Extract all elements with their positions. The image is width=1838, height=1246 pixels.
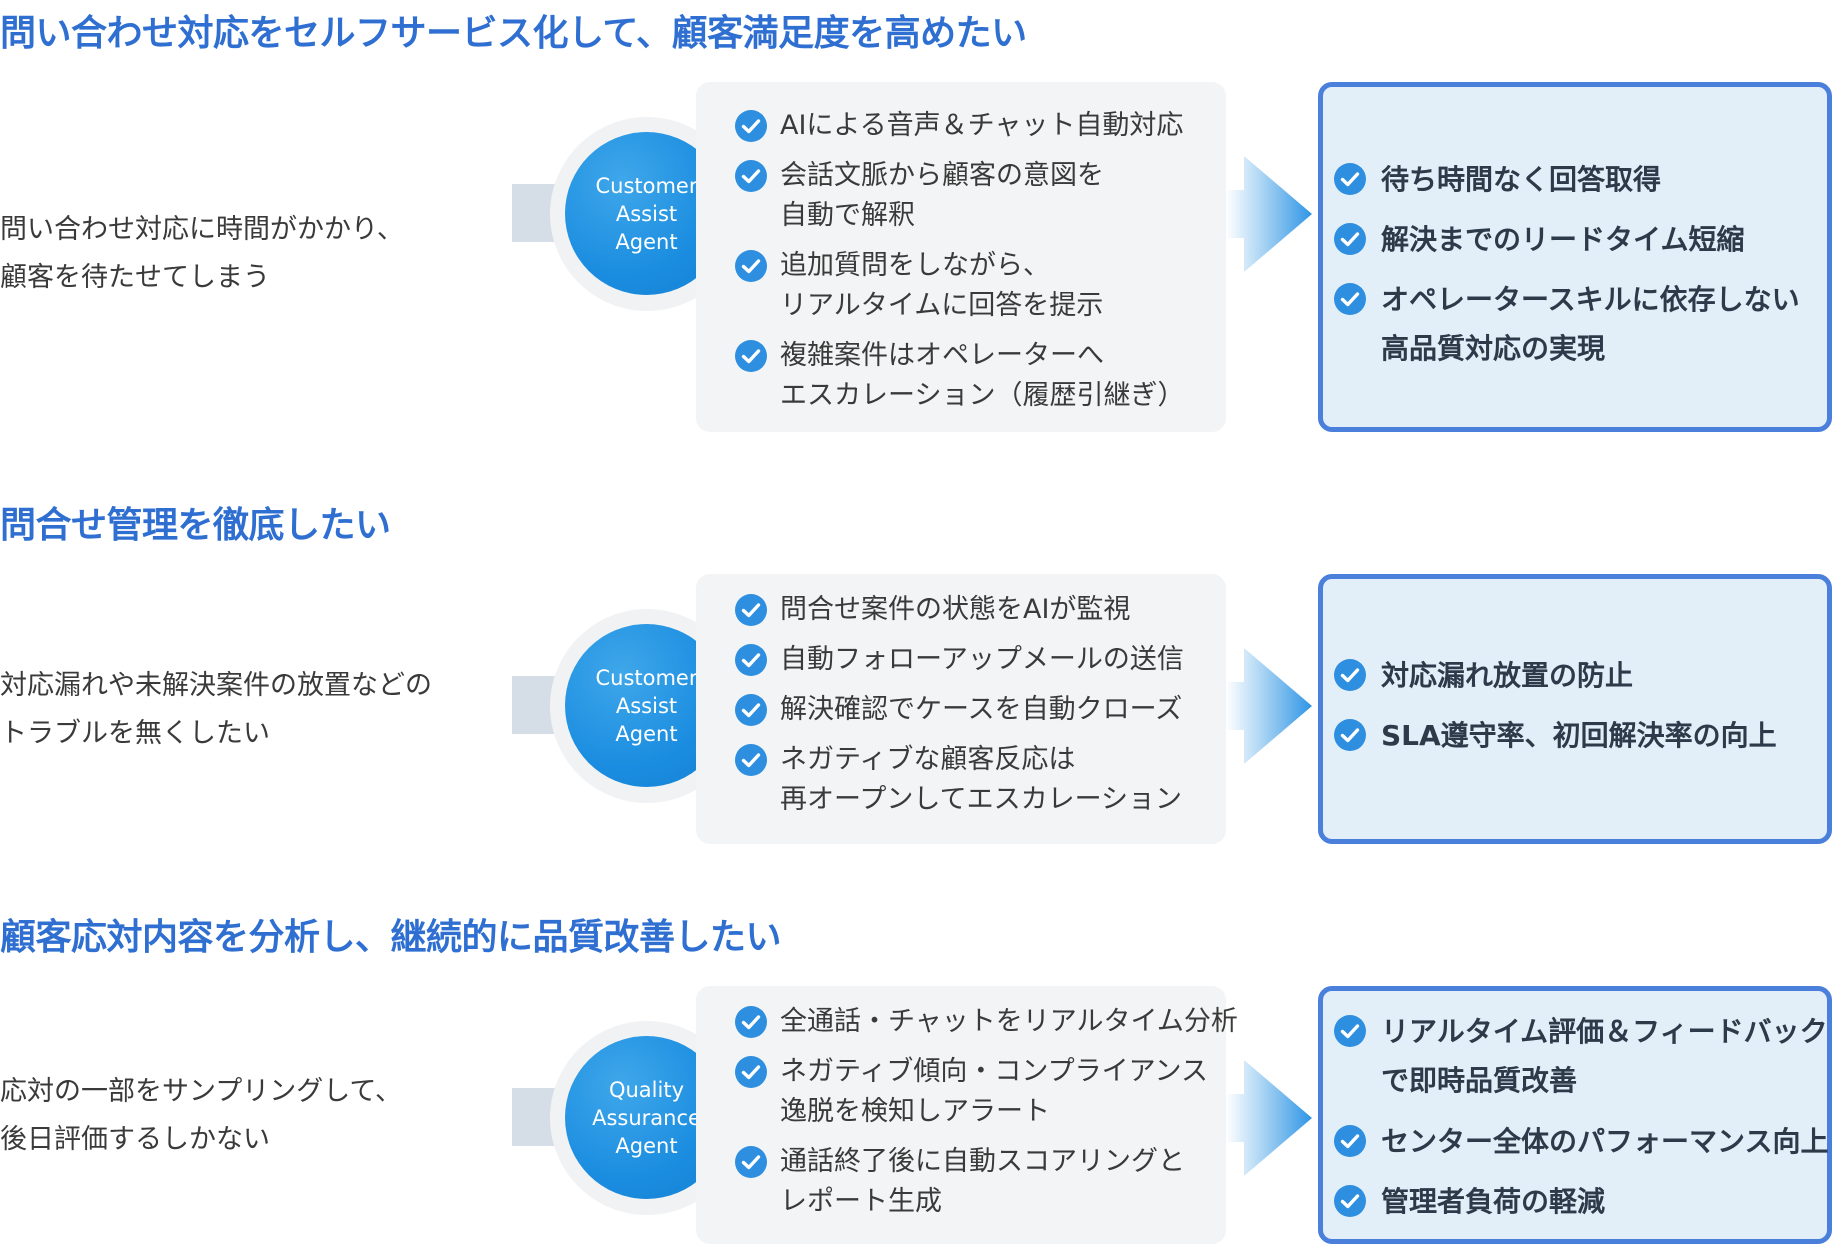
check-icon xyxy=(1333,222,1367,256)
check-icon xyxy=(1333,162,1367,196)
check-icon xyxy=(734,643,768,677)
check-icon xyxy=(734,593,768,627)
section-inquiry-management: 問合せ管理を徹底したい 対応漏れや未解決案件の放置などの トラブルを無くしたい … xyxy=(0,496,1838,846)
feature-item: ネガティブ傾向・コンプライアンス 逸脱を検知しアラート xyxy=(768,1052,1208,1132)
result-box: リアルタイム評価＆フィードバック で即時品質改善 センター全体のパフォーマンス向… xyxy=(1318,986,1832,1244)
feature-box: 全通話・チャットをリアルタイム分析 ネガティブ傾向・コンプライアンス 逸脱を検知… xyxy=(696,986,1238,1244)
check-icon xyxy=(1333,1014,1367,1048)
check-icon xyxy=(734,1145,768,1179)
check-icon xyxy=(1333,282,1367,316)
result-item: センター全体のパフォーマンス向上 xyxy=(1381,1117,1828,1166)
check-icon xyxy=(1333,1124,1367,1158)
check-icon xyxy=(734,743,768,777)
agent-label: Customer Assist Agent xyxy=(595,665,698,746)
problem-text: 応対の一部をサンプリングして、 後日評価するしかない xyxy=(0,1076,403,1155)
arrow-right-icon xyxy=(1226,648,1312,764)
feature-item: 複雑案件はオペレーターへ エスカレーション（履歴引継ぎ） xyxy=(768,336,1184,416)
result-item: 解決までのリードタイム短縮 xyxy=(1381,215,1744,264)
check-icon xyxy=(734,159,768,193)
connector-bar xyxy=(512,1088,557,1146)
section-title: 問い合わせ対応をセルフサービス化して、顧客満足度を高めたい xyxy=(0,13,1027,54)
arrow-right-icon xyxy=(1226,1060,1312,1176)
problem-text: 問い合わせ対応に時間がかかり、 顧客を待たせてしまう xyxy=(0,214,404,293)
arrow-right-icon xyxy=(1226,156,1312,272)
feature-box: 問合せ案件の状態をAIが監視 自動フォローアップメールの送信 解決確認でケースを… xyxy=(696,574,1226,844)
check-icon xyxy=(1333,658,1367,692)
check-icon xyxy=(734,109,768,143)
problem-text: 対応漏れや未解決案件の放置などの トラブルを無くしたい xyxy=(0,670,432,749)
result-item: リアルタイム評価＆フィードバック で即時品質改善 xyxy=(1381,1007,1828,1105)
feature-item: 自動フォローアップメールの送信 xyxy=(768,640,1184,680)
feature-item: 通話終了後に自動スコアリングと レポート生成 xyxy=(768,1142,1185,1222)
check-icon xyxy=(734,1005,768,1039)
feature-item: 解決確認でケースを自動クローズ xyxy=(768,690,1182,730)
check-icon xyxy=(734,249,768,283)
connector-bar xyxy=(512,676,557,734)
check-icon xyxy=(734,693,768,727)
feature-item: 会話文脈から顧客の意図を 自動で解釈 xyxy=(768,156,1104,236)
section-title: 問合せ管理を徹底したい xyxy=(0,505,391,546)
check-icon xyxy=(1333,1184,1367,1218)
feature-item: 追加質問をしながら、 リアルタイムに回答を提示 xyxy=(768,246,1103,326)
feature-box: AIによる音声＆チャット自動対応 会話文脈から顧客の意図を 自動で解釈 追加質問… xyxy=(696,82,1226,432)
feature-item: 問合せ案件の状態をAIが監視 xyxy=(768,590,1130,630)
agent-label: Quality Assurance Agent xyxy=(592,1077,701,1158)
feature-item: ネガティブな顧客反応は 再オープンしてエスカレーション xyxy=(768,740,1182,820)
feature-item: AIによる音声＆チャット自動対応 xyxy=(768,106,1183,146)
result-item: 管理者負荷の軽減 xyxy=(1381,1177,1605,1226)
agent-label: Customer Assist Agent xyxy=(595,173,698,254)
result-item: オペレータースキルに依存しない 高品質対応の実現 xyxy=(1381,275,1800,373)
section-title: 顧客応対内容を分析し、継続的に品質改善したい xyxy=(0,917,782,958)
result-item: SLA遵守率、初回解決率の向上 xyxy=(1381,711,1777,760)
check-icon xyxy=(734,1055,768,1089)
feature-item: 全通話・チャットをリアルタイム分析 xyxy=(768,1002,1238,1042)
connector-bar xyxy=(512,184,557,242)
section-self-service: 問い合わせ対応をセルフサービス化して、顧客満足度を高めたい 問い合わせ対応に時間… xyxy=(0,4,1838,434)
check-icon xyxy=(734,339,768,373)
result-item: 対応漏れ放置の防止 xyxy=(1381,651,1633,700)
result-box: 待ち時間なく回答取得 解決までのリードタイム短縮 オペレータースキルに依存しない… xyxy=(1318,82,1832,432)
check-icon xyxy=(1333,718,1367,752)
section-quality-improvement: 顧客応対内容を分析し、継続的に品質改善したい 応対の一部をサンプリングして、 後… xyxy=(0,908,1838,1244)
result-box: 対応漏れ放置の防止 SLA遵守率、初回解決率の向上 xyxy=(1318,574,1832,844)
result-item: 待ち時間なく回答取得 xyxy=(1381,155,1661,204)
